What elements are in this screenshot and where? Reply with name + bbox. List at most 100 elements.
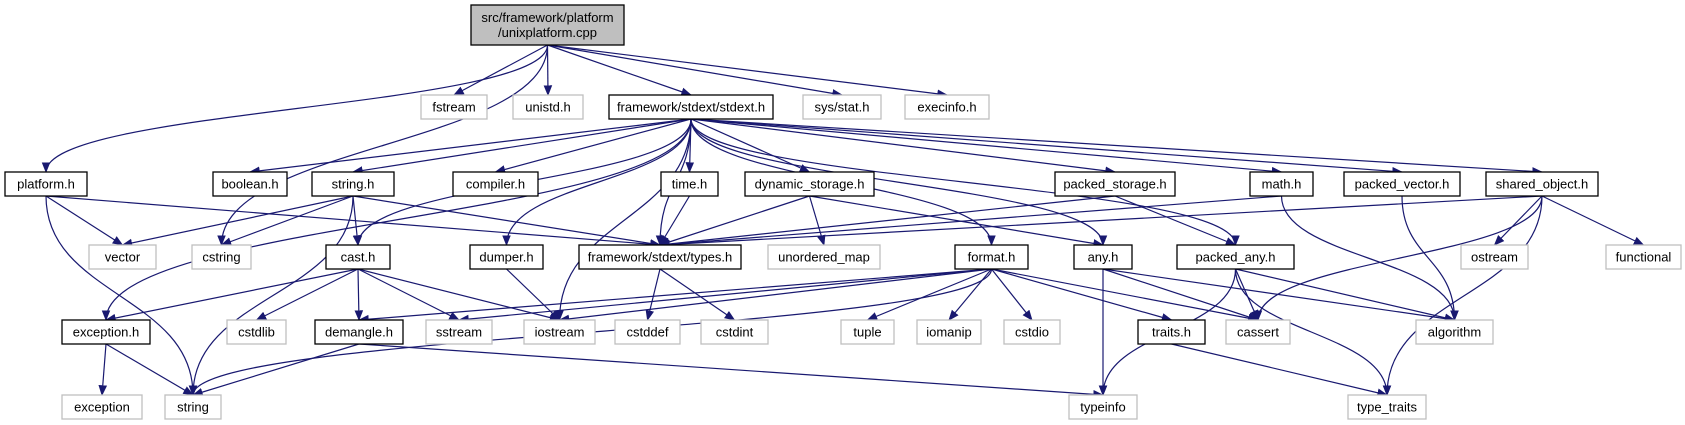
edge-line [188, 195, 354, 397]
node-box [1003, 319, 1061, 345]
node-box [212, 171, 288, 197]
edge-stdext-to-dynstore [690, 118, 811, 173]
edge-line [1114, 195, 1237, 246]
node-exception[interactable]: exception.h [61, 319, 151, 345]
node-math[interactable]: math.h [1249, 171, 1314, 197]
node-time[interactable]: time.h [660, 171, 719, 197]
node-algorithm: algorithm [1415, 319, 1494, 345]
edge-stdext-to-dumper [502, 118, 692, 247]
node-box [325, 244, 391, 270]
edge-traits-to-typetraits [1171, 343, 1389, 397]
edge-line [658, 195, 1543, 249]
node-label: compiler.h [466, 177, 525, 192]
node-box [88, 244, 157, 270]
node-sharedobj[interactable]: shared_object.h [1485, 171, 1599, 197]
edge-line [217, 44, 549, 247]
edge-line [105, 343, 194, 396]
edge-stdext-to-boolean [248, 118, 692, 176]
node-label: math.h [1262, 177, 1302, 192]
edge-sharedobj-to-types [658, 195, 1543, 249]
node-label: packed_vector.h [1355, 177, 1450, 192]
node-types[interactable]: framework/stdext/types.h [578, 244, 742, 270]
edge-format-to-sstream [457, 268, 992, 324]
edge-line [41, 44, 549, 174]
node-dumper[interactable]: dumper.h [469, 244, 544, 270]
edge-format-to-cassert [991, 268, 1260, 323]
edge-line [1102, 268, 1456, 323]
node-label: framework/stdext/types.h [588, 250, 733, 265]
edge-format-to-tuple [866, 268, 992, 321]
node-boolean[interactable]: boolean.h [212, 171, 288, 197]
node-execinfo: execinfo.h [904, 94, 990, 120]
node-box [311, 171, 395, 197]
node-stdext[interactable]: framework/stdext/stdext.h [608, 94, 774, 120]
edge-line [45, 195, 662, 249]
node-cstdint: cstdint [700, 319, 769, 345]
node-label: packed_storage.h [1063, 177, 1166, 192]
edge-line [357, 268, 460, 321]
edge-line [1280, 195, 1459, 322]
edge-line [658, 195, 1282, 249]
edge-line [547, 44, 693, 96]
edge-packany-to-algorithm [1235, 268, 1456, 323]
node-platform[interactable]: platform.h [4, 171, 88, 197]
node-box [425, 319, 493, 345]
edge-line [690, 118, 1240, 247]
node-box [523, 319, 596, 345]
edge-line [690, 118, 811, 173]
node-cast[interactable]: cast.h [325, 244, 391, 270]
edge-stdext-to-iostream [555, 118, 692, 322]
edge-stringh-to-cast [352, 195, 362, 247]
edge-stdext-to-stringh [351, 118, 692, 175]
edge-stdext-to-exception [101, 118, 692, 322]
node-label: string.h [332, 177, 375, 192]
edge-platform-to-string [45, 195, 198, 397]
edge-math-to-types [658, 195, 1282, 249]
node-box [1347, 394, 1427, 420]
node-compiler[interactable]: compiler.h [452, 171, 539, 197]
edge-demangle-to-string [191, 343, 360, 397]
node-packstore[interactable]: packed_storage.h [1054, 171, 1176, 197]
edge-line [690, 118, 1544, 176]
edge-line [645, 268, 661, 322]
node-cstdlib: cstdlib [226, 319, 287, 345]
node-box [916, 319, 982, 345]
edge-line [1493, 195, 1543, 246]
node-typeinfo: typeinfo [1068, 394, 1138, 420]
node-label: platform.h [17, 177, 75, 192]
node-demangle[interactable]: demangle.h [314, 319, 404, 345]
node-label: traits.h [1152, 325, 1191, 340]
node-box [904, 94, 990, 120]
node-string: string [164, 394, 222, 420]
edge-root-to-unistd [543, 44, 553, 97]
node-format[interactable]: format.h [954, 244, 1029, 270]
node-packany[interactable]: packed_any.h [1176, 244, 1295, 270]
edge-line [809, 195, 1105, 248]
node-label: boolean.h [221, 177, 278, 192]
node-traits[interactable]: traits.h [1137, 319, 1206, 345]
edge-packstore-to-packany [1114, 195, 1237, 246]
node-box [1073, 244, 1133, 270]
node-stringh[interactable]: string.h [311, 171, 395, 197]
node-dynstore[interactable]: dynamic_storage.h [744, 171, 875, 197]
edge-format-to-cstdio [991, 268, 1033, 321]
node-iomanip: iomanip [916, 319, 982, 345]
edge-line [494, 118, 692, 174]
edge-stringh-to-string [188, 195, 354, 397]
edge-packany-to-cassert [1234, 268, 1259, 321]
node-label: cstdlib [238, 325, 275, 340]
node-box [802, 94, 882, 120]
node-label: typeinfo [1080, 400, 1126, 415]
node-label: exception.h [73, 325, 140, 340]
node-label: iomanip [926, 325, 972, 340]
edge-line [248, 118, 692, 176]
edge-platform-to-types [45, 195, 662, 249]
node-any[interactable]: any.h [1073, 244, 1133, 270]
node-box [614, 319, 681, 345]
node-cstring: cstring [191, 244, 252, 270]
edge-line [357, 268, 561, 322]
node-box [608, 94, 774, 120]
node-packvec[interactable]: packed_vector.h [1343, 171, 1461, 197]
node-box [226, 319, 287, 345]
